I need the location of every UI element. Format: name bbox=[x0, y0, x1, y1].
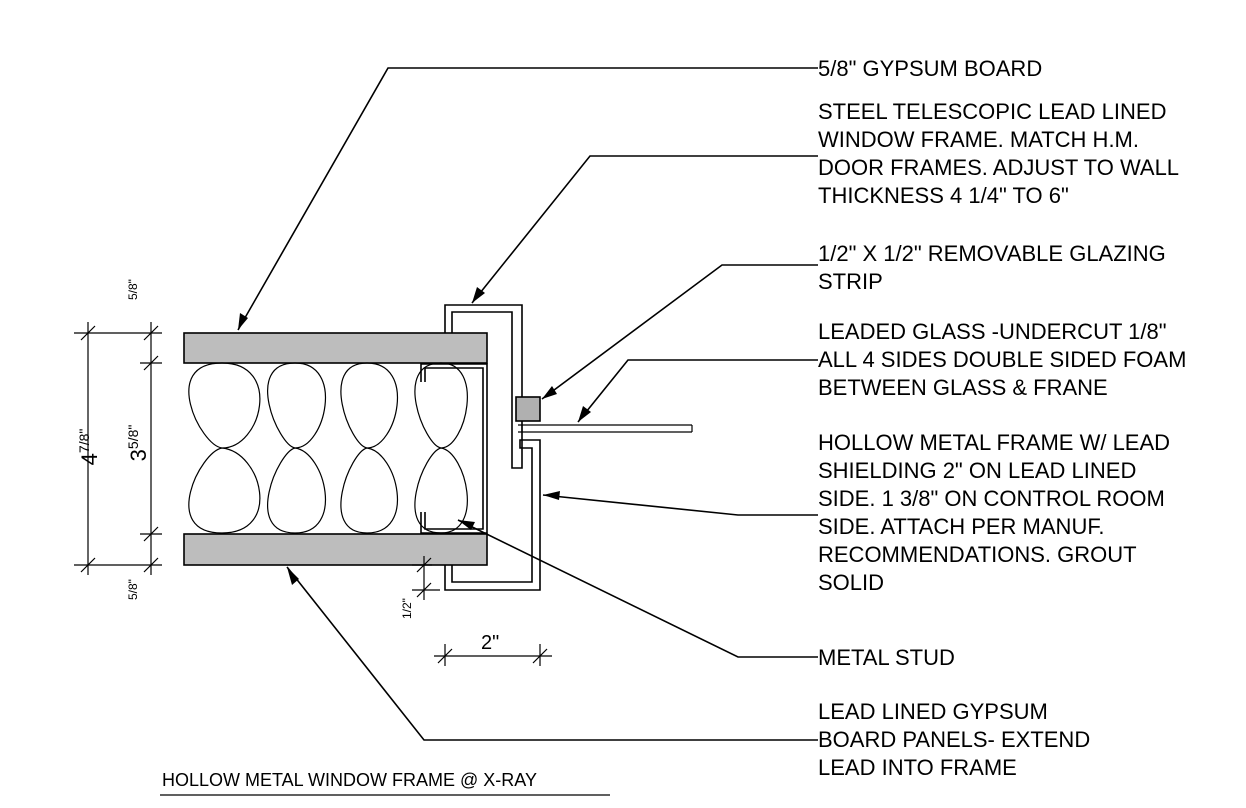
top-board-dimension: 5/8" bbox=[126, 279, 140, 300]
leader-leadlined bbox=[286, 566, 818, 741]
hollow-metal-frame bbox=[444, 439, 541, 591]
callout-stud: METAL STUD bbox=[818, 645, 955, 670]
leader-hmframe bbox=[542, 494, 818, 516]
two-inch-dimension: 2" bbox=[481, 632, 499, 654]
batt-insulation bbox=[188, 362, 468, 534]
stud-dimension-whole: 3 bbox=[126, 449, 151, 461]
bottom-gypsum-board bbox=[183, 533, 488, 566]
bottom-board-dimension: 5/8" bbox=[126, 579, 140, 600]
leaded-glass bbox=[518, 424, 693, 433]
leader-glass bbox=[577, 359, 818, 423]
leader-glazing bbox=[541, 264, 818, 400]
half-inch-dimension: 1/2" bbox=[400, 598, 414, 619]
wall-assembly bbox=[183, 332, 488, 566]
callout-glass: LEADED GLASS -UNDERCUT 1/8" ALL 4 SIDES … bbox=[818, 319, 1193, 400]
stud-dimension-fraction: 5/8" bbox=[125, 425, 141, 449]
leader-stud bbox=[457, 519, 818, 658]
overall-dimension-fraction: 7/8" bbox=[76, 429, 92, 453]
dimension-lines bbox=[74, 322, 552, 666]
leader-gypsum bbox=[237, 67, 818, 331]
callout-leadlined: LEAD LINED GYPSUM BOARD PANELS- EXTEND L… bbox=[818, 699, 1096, 780]
callout-glazing: 1/2" X 1/2" REMOVABLE GLAZING STRIP bbox=[818, 241, 1172, 294]
leader-lines bbox=[237, 67, 818, 741]
leader-telescopic bbox=[471, 155, 818, 304]
telescopic-window-frame bbox=[444, 304, 523, 469]
metal-stud bbox=[420, 363, 488, 534]
top-gypsum-board bbox=[183, 332, 488, 364]
callout-labels: 5/8" GYPSUM BOARD STEEL TELESCOPIC LEAD … bbox=[818, 56, 1193, 780]
drawing-title: HOLLOW METAL WINDOW FRAME @ X-RAY bbox=[162, 770, 537, 790]
stud-dimension-label: 35/8" bbox=[125, 425, 151, 462]
glazing-strip bbox=[515, 396, 541, 422]
overall-dimension-whole: 4 bbox=[77, 453, 102, 465]
callout-gypsum: 5/8" GYPSUM BOARD bbox=[818, 56, 1042, 81]
callout-hmframe: HOLLOW METAL FRAME W/ LEAD SHIELDING 2" … bbox=[818, 430, 1176, 595]
callout-telescopic: STEEL TELESCOPIC LEAD LINED WINDOW FRAME… bbox=[818, 99, 1184, 208]
overall-dimension-label: 47/8" bbox=[76, 429, 102, 466]
